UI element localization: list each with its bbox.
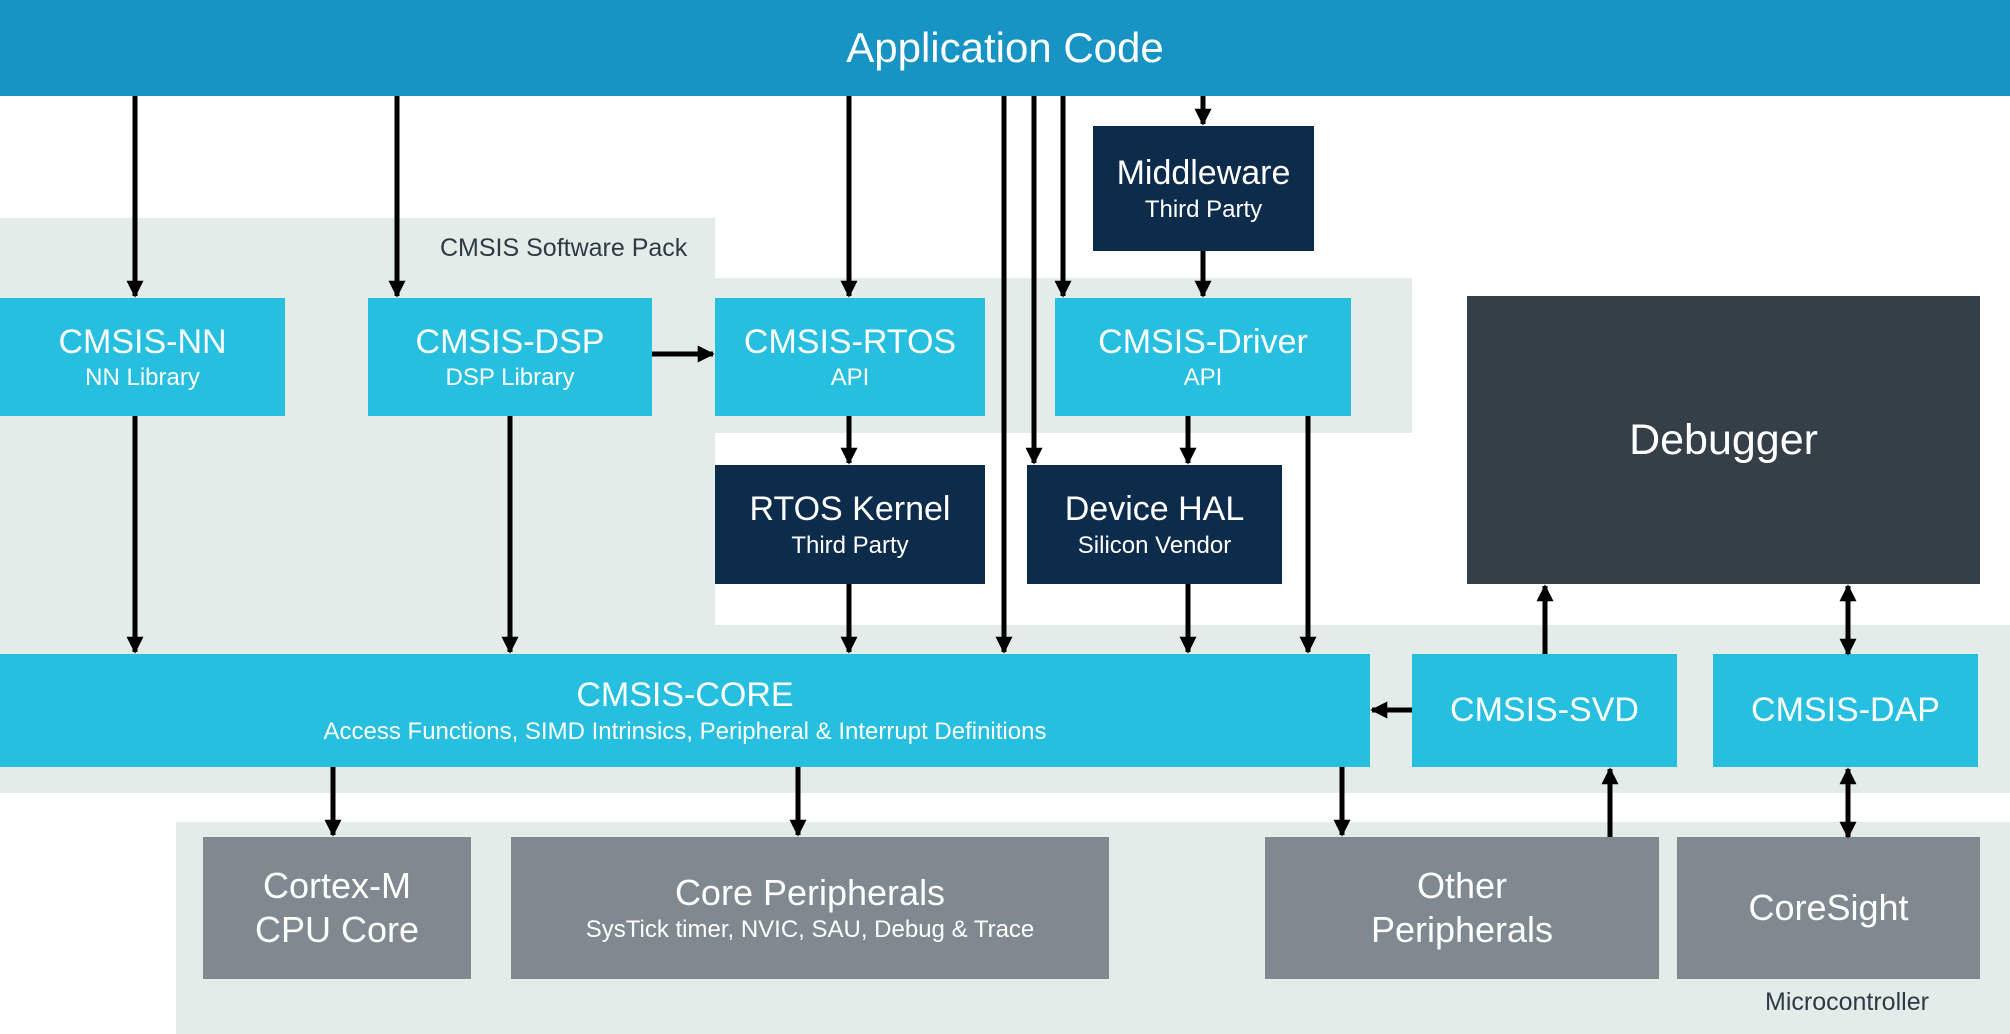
cmsis-core-title: CMSIS-CORE bbox=[576, 676, 794, 715]
cortex-m-line2: CPU Core bbox=[254, 909, 420, 950]
cmsis-rtos-subtitle: API bbox=[830, 364, 870, 392]
cmsis-dsp-block: CMSIS-DSP DSP Library bbox=[368, 298, 652, 416]
middleware-block: Middleware Third Party bbox=[1093, 126, 1314, 251]
cmsis-driver-title: CMSIS-Driver bbox=[1098, 322, 1308, 361]
other-peripherals-line2: Peripherals bbox=[1370, 909, 1554, 950]
middleware-subtitle: Third Party bbox=[1144, 195, 1263, 223]
coresight-title: CoreSight bbox=[1748, 887, 1909, 929]
cortex-m-block: Cortex-M CPU Core bbox=[203, 837, 471, 979]
software-pack-label: CMSIS Software Pack bbox=[440, 234, 688, 262]
other-peripherals-line1: Other bbox=[1416, 865, 1508, 907]
application-code-bar: Application Code bbox=[0, 0, 2010, 96]
device-hal-block: Device HAL Silicon Vendor bbox=[1027, 465, 1282, 584]
cortex-m-line1: Cortex-M bbox=[262, 865, 411, 907]
cmsis-svd-block: CMSIS-SVD bbox=[1412, 654, 1677, 767]
rtos-kernel-subtitle: Third Party bbox=[791, 531, 909, 559]
cmsis-dap-block: CMSIS-DAP bbox=[1713, 654, 1978, 767]
cmsis-driver-block: CMSIS-Driver API bbox=[1055, 298, 1351, 416]
other-peripherals-block: Other Peripherals bbox=[1265, 837, 1659, 979]
core-peripherals-subtitle: SysTick timer, NVIC, SAU, Debug & Trace bbox=[585, 916, 1035, 944]
application-code-title: Application Code bbox=[846, 24, 1164, 71]
cmsis-dsp-subtitle: DSP Library bbox=[445, 364, 575, 392]
rtos-kernel-title: RTOS Kernel bbox=[749, 490, 951, 529]
device-hal-title: Device HAL bbox=[1064, 490, 1245, 529]
debugger-title: Debugger bbox=[1629, 415, 1818, 464]
cmsis-rtos-block: CMSIS-RTOS API bbox=[715, 298, 985, 416]
cmsis-nn-block: CMSIS-NN NN Library bbox=[0, 298, 285, 416]
core-peripherals-block: Core Peripherals SysTick timer, NVIC, SA… bbox=[511, 837, 1109, 979]
cmsis-rtos-title: CMSIS-RTOS bbox=[743, 322, 957, 361]
device-hal-subtitle: Silicon Vendor bbox=[1077, 531, 1232, 559]
cmsis-core-block: CMSIS-CORE Access Functions, SIMD Intrin… bbox=[0, 654, 1370, 767]
cmsis-nn-title: CMSIS-NN bbox=[58, 322, 227, 361]
microcontroller-label: Microcontroller bbox=[1765, 988, 1929, 1016]
cmsis-driver-subtitle: API bbox=[1183, 364, 1223, 392]
cmsis-dap-title: CMSIS-DAP bbox=[1751, 690, 1940, 729]
cmsis-nn-subtitle: NN Library bbox=[85, 364, 200, 392]
cmsis-svd-title: CMSIS-SVD bbox=[1450, 690, 1639, 729]
debugger-block: Debugger bbox=[1467, 296, 1980, 584]
cmsis-dsp-title: CMSIS-DSP bbox=[415, 322, 605, 361]
core-peripherals-title: Core Peripherals bbox=[674, 872, 946, 914]
coresight-block: CoreSight bbox=[1677, 837, 1980, 979]
cmsis-core-subtitle: Access Functions, SIMD Intrinsics, Perip… bbox=[323, 717, 1047, 745]
middleware-title: Middleware bbox=[1116, 154, 1291, 193]
rtos-kernel-block: RTOS Kernel Third Party bbox=[715, 465, 985, 584]
